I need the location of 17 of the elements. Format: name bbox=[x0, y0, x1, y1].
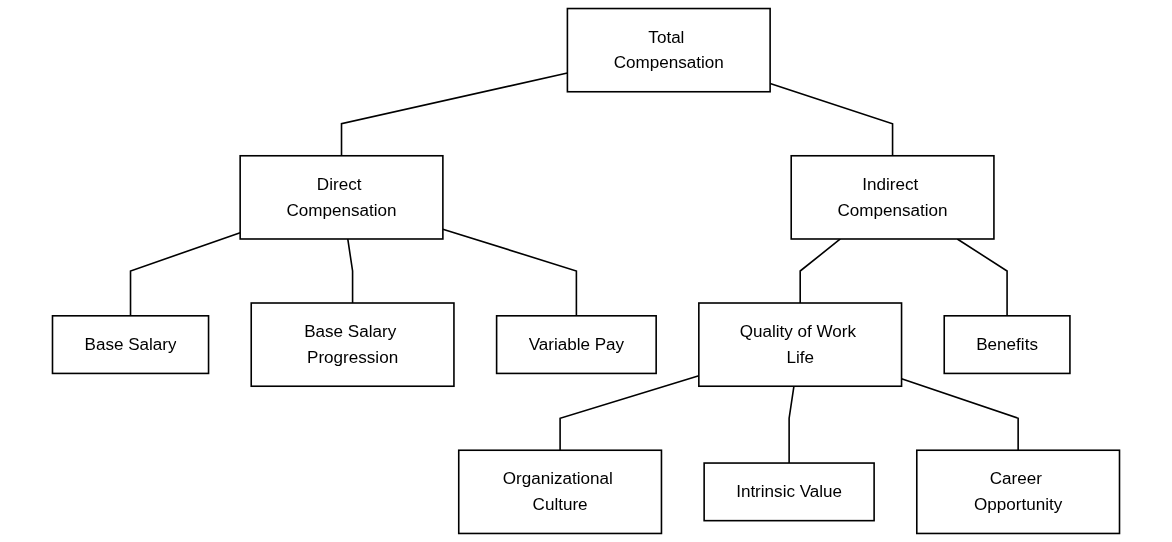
connector bbox=[442, 228, 578, 317]
node-box: Intrinsic Value bbox=[703, 462, 875, 522]
node-box: Direct Compensation bbox=[239, 154, 444, 240]
node-box: Quality of Work Life bbox=[698, 302, 903, 388]
node-box: Career Opportunity bbox=[916, 449, 1121, 535]
node-box: Indirect Compensation bbox=[790, 154, 995, 240]
node-box: Total Compensation bbox=[566, 7, 771, 93]
connector bbox=[346, 238, 354, 304]
connector bbox=[788, 385, 795, 464]
connector bbox=[956, 238, 1008, 317]
connector bbox=[129, 231, 241, 317]
node-box: Base Salary Progression bbox=[250, 302, 455, 388]
node-box: Base Salary bbox=[51, 315, 210, 375]
node-box: Variable Pay bbox=[495, 315, 657, 375]
node-box: Benefits bbox=[943, 315, 1071, 375]
node-box: Organizational Culture bbox=[457, 449, 663, 535]
connector bbox=[799, 238, 842, 304]
